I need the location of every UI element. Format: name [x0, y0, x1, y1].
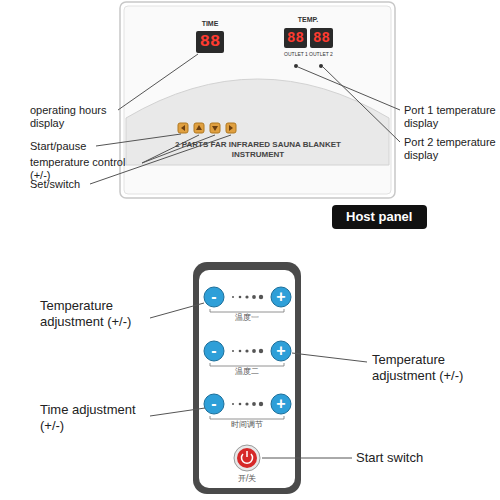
- button-caption: 时间调节: [217, 420, 277, 430]
- display-digits: 88: [284, 29, 307, 47]
- device-title: 2 PARTS FAR INFRARED SAUNA BLANKET INSTR…: [170, 140, 346, 159]
- port-caption: OUTLET 1: [281, 51, 311, 57]
- button-symbol: -: [204, 394, 224, 413]
- callout-label: Temperature adjustment (+/-): [372, 352, 492, 383]
- callout-label: Set/switch: [30, 178, 110, 191]
- port-caption: OUTLET 2: [306, 51, 336, 57]
- button-symbol: +: [271, 394, 291, 413]
- callout-label: Time adjustment (+/-): [40, 402, 150, 433]
- port1-display: [284, 28, 307, 48]
- badge-text: Host panel: [346, 209, 427, 225]
- remote-body: [193, 262, 301, 494]
- dome-panel: [126, 79, 389, 165]
- panel-button: [210, 123, 220, 133]
- panel-button: [226, 123, 236, 133]
- power-button-ring: [234, 445, 260, 471]
- callout-label: Port 2 temperature display: [404, 136, 496, 162]
- button-symbol: -: [204, 341, 224, 360]
- button-caption: 温度一: [217, 313, 277, 323]
- bracket-lines: [210, 309, 284, 419]
- panel-caption: TEMP.: [288, 16, 328, 24]
- remote-face: [199, 270, 295, 488]
- callout-label: operating hours display: [30, 104, 122, 130]
- button-caption: 开/关: [227, 474, 267, 484]
- button-caption: 温度二: [217, 367, 277, 377]
- level-dots: [232, 295, 263, 406]
- panel-button: [194, 123, 204, 133]
- power-symbol: [246, 451, 248, 457]
- time-display: [196, 31, 224, 53]
- button-symbol: -: [204, 287, 224, 306]
- button-symbol: +: [271, 341, 291, 360]
- panel-caption: TIME: [190, 20, 230, 28]
- button-symbol: [181, 125, 185, 131]
- callout-label: Port 1 temperature display: [404, 104, 496, 130]
- callout-label: Start/pause: [30, 140, 110, 153]
- device-housing: [120, 2, 395, 198]
- indicator-dot: [294, 64, 298, 68]
- port2-display: [310, 28, 333, 48]
- indicator-dot: [319, 64, 323, 68]
- button-symbol: [212, 126, 218, 131]
- leader-lines: [150, 303, 367, 458]
- button-symbol: [229, 125, 233, 131]
- callout-label: Start switch: [356, 450, 466, 466]
- callout-label: Temperature adjustment (+/-): [40, 298, 150, 329]
- panel-button: [178, 123, 188, 133]
- device-face: [124, 6, 391, 194]
- button-symbol: +: [271, 287, 291, 306]
- display-digits: 88: [310, 29, 333, 47]
- remote-buttons: [204, 287, 291, 414]
- button-symbol: [196, 125, 202, 130]
- display-digits: 88: [196, 32, 224, 52]
- title-badge: Host panel: [332, 205, 427, 229]
- leader-lines: [90, 54, 400, 184]
- power-button: [237, 448, 257, 468]
